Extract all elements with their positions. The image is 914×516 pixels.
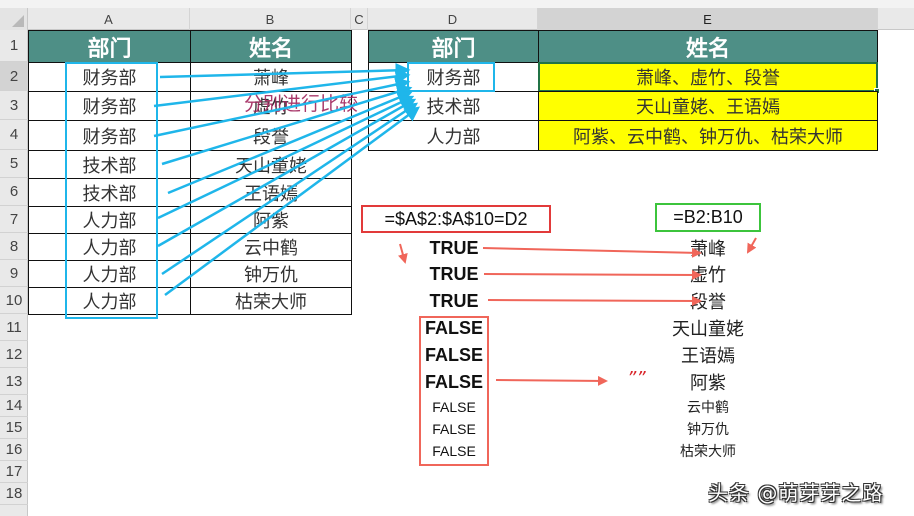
result-header-dept[interactable]: 部门 [368, 30, 539, 63]
row-header-9[interactable]: 9 [0, 260, 28, 287]
row-header-4[interactable]: 4 [0, 120, 28, 150]
name-result-3: 段誉 [690, 292, 726, 313]
cell-b6[interactable]: 王语嫣 [190, 178, 352, 207]
row-header-1[interactable]: 1 [0, 30, 28, 62]
row-header-16[interactable]: 16 [0, 439, 28, 461]
bool-result-4: FALSE [424, 317, 483, 338]
row-header-13[interactable]: 13 [0, 368, 28, 395]
bool-result-9: FALSE [432, 443, 476, 459]
name-result-1: 萧峰 [690, 239, 726, 260]
name-result-2: 虚竹 [690, 265, 726, 286]
bool-result-6: FALSE [424, 371, 483, 392]
row-header-18[interactable]: 18 [0, 483, 28, 505]
compare-note: 分别进行比较 [244, 93, 359, 115]
cell-b4[interactable]: 段誉 [190, 120, 352, 151]
column-header-e[interactable]: E [538, 8, 878, 30]
cell-b8[interactable]: 云中鹤 [190, 233, 352, 261]
row-header-7[interactable]: 7 [0, 206, 28, 233]
row-header-bar [0, 30, 28, 516]
watermark: 头条 @萌芽芽之路 [708, 481, 884, 505]
column-header-b[interactable]: B [190, 8, 351, 30]
name-result-9: 枯荣大师 [680, 444, 736, 460]
row-header-2[interactable]: 2 [0, 62, 28, 91]
name-result-4: 天山童姥 [672, 319, 744, 340]
cell-e3[interactable]: 天山童姥、王语嫣 [538, 91, 878, 121]
cell-b9[interactable]: 钟万仇 [190, 260, 352, 288]
row-header-14[interactable]: 14 [0, 395, 28, 417]
header-cell-name[interactable]: 姓名 [190, 30, 352, 63]
row-header-5[interactable]: 5 [0, 150, 28, 178]
name-result-5: 王语嫣 [681, 346, 735, 367]
cell-d4[interactable]: 人力部 [368, 120, 539, 151]
header-cell-dept[interactable]: 部门 [28, 30, 191, 63]
false-results-box [419, 316, 489, 466]
row-header-11[interactable]: 11 [0, 314, 28, 341]
cell-d3[interactable]: 技术部 [368, 91, 539, 121]
row-header-12[interactable]: 12 [0, 341, 28, 368]
bool-result-1: TRUE [429, 237, 479, 258]
formula-compare-box: =$A$2:$A$10=D2 [361, 205, 551, 233]
name-result-7: 云中鹤 [687, 400, 729, 416]
row-header-6[interactable]: 6 [0, 178, 28, 206]
result-header-name[interactable]: 姓名 [538, 30, 878, 63]
bool-result-7: FALSE [432, 399, 476, 415]
cell-e2-selected[interactable]: 萧峰、虚竹、段誉 [538, 62, 878, 92]
row-header-8[interactable]: 8 [0, 233, 28, 260]
row-header-10[interactable]: 10 [0, 287, 28, 314]
select-all-corner[interactable] [0, 8, 28, 30]
cell-a10[interactable]: 人力部 [28, 287, 191, 315]
top-strip [0, 0, 914, 8]
cell-b2[interactable]: 萧峰 [190, 62, 352, 92]
row-header-17[interactable]: 17 [0, 461, 28, 483]
bool-result-3: TRUE [429, 290, 479, 311]
column-header-a[interactable]: A [28, 8, 190, 30]
formula-names-box: =B2:B10 [655, 203, 761, 232]
cell-b10[interactable]: 枯荣大师 [190, 287, 352, 315]
cell-e4[interactable]: 阿紫、云中鹤、钟万仇、枯荣大师 [538, 120, 878, 151]
bool-result-2: TRUE [429, 263, 479, 284]
dept-range-highlight [65, 62, 158, 319]
name-result-8: 钟万仇 [687, 422, 729, 438]
row-header-3[interactable]: 3 [0, 91, 28, 120]
empty-string-label: ”” [627, 368, 646, 389]
cell-b7[interactable]: 阿紫 [190, 206, 352, 234]
row-header-15[interactable]: 15 [0, 417, 28, 439]
bool-result-5: FALSE [424, 344, 483, 365]
select-all-triangle-icon [12, 15, 24, 27]
bool-result-8: FALSE [432, 421, 476, 437]
criteria-cell-highlight [407, 62, 495, 92]
column-header-c[interactable]: C [351, 8, 368, 30]
name-result-6: 阿紫 [690, 373, 726, 394]
column-header-d[interactable]: D [368, 8, 538, 30]
cell-b5[interactable]: 天山童姥 [190, 150, 352, 179]
